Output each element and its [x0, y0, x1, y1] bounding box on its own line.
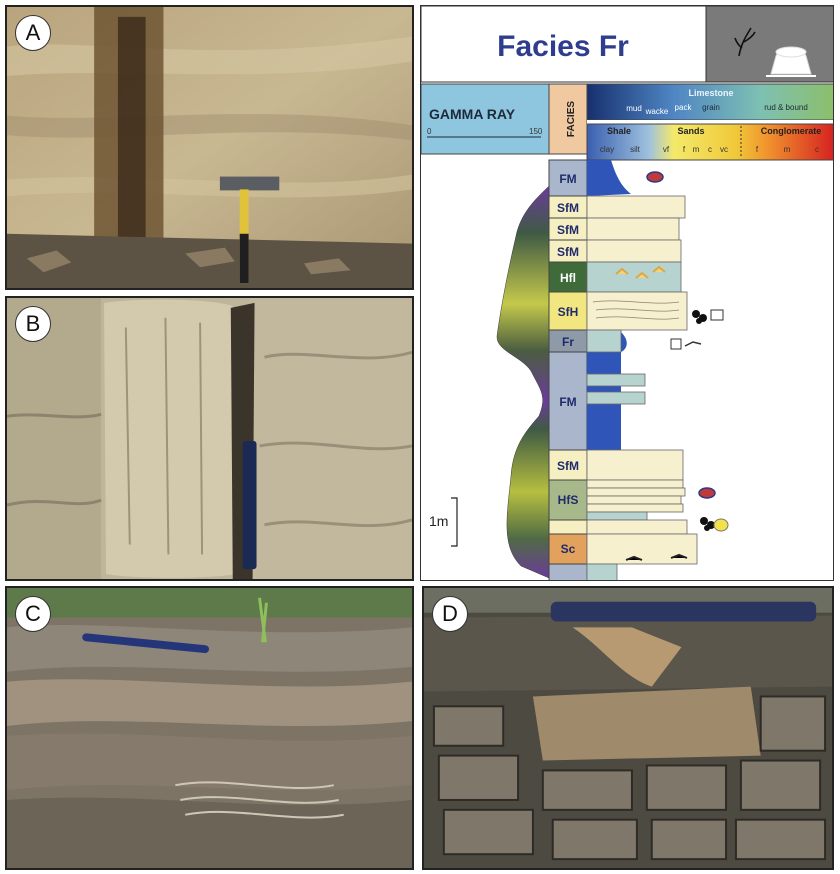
pen-scale [82, 633, 210, 654]
facies-label-7: Fr [562, 335, 574, 349]
gamma-ray-min: 0 [427, 127, 432, 136]
sand-class-c: c [708, 145, 712, 154]
photo-panel-a: A [5, 5, 414, 290]
facies-label-1: FM [559, 172, 576, 186]
facies-label-3: SfM [557, 223, 579, 237]
shale-class-clay: clay [600, 145, 614, 154]
pebble-lag [625, 553, 688, 561]
facies-label-4: SfM [557, 245, 579, 259]
outcrop-photo-vertical-root-structure [7, 298, 412, 579]
sand-class-f: f [683, 145, 686, 154]
conglomerate-label: Conglomerate [761, 126, 822, 136]
panel-label-d: D [432, 596, 468, 632]
facies-label-11: Sc [561, 542, 576, 556]
photo-panel-d: D [422, 586, 834, 870]
facies-label-5: Hfl [560, 271, 576, 285]
facies-label-9: SfM [557, 459, 579, 473]
sedimentary-log-panel: Facies Fr GAMMA RAY 0 150 FACIES Limesto… [420, 5, 834, 581]
panel-label-a: A [15, 15, 51, 51]
ripple-marks [615, 265, 666, 279]
limestone-class-mud: mud [626, 104, 642, 113]
sand-class-vf: vf [663, 145, 670, 154]
facies-header-label: FACIES [566, 101, 577, 137]
limestone-class-wacke: wacke [645, 107, 669, 116]
sand-class-m: m [693, 145, 700, 154]
sedimentary-log-figure: Facies Fr GAMMA RAY 0 150 FACIES Limesto… [421, 6, 833, 580]
lithology-beds [586, 195, 698, 580]
facies-label-10: HfS [558, 493, 579, 507]
tree-stump-icon [766, 46, 816, 77]
facies-header [548, 83, 588, 155]
gamma-ray-label: GAMMA RAY [429, 106, 516, 122]
cross-lamination [592, 300, 680, 320]
hammer-head [219, 176, 280, 191]
photo-panel-b: B [5, 296, 414, 581]
bioturbation-icon-2 [700, 517, 715, 531]
facies-label-2: SfM [557, 201, 579, 215]
photo-panel-c: C [5, 586, 414, 870]
panel-label-c: C [15, 596, 51, 632]
outcrop-photo-laminated-shale [7, 588, 412, 868]
limestone-class-rud-bound: rud & bound [764, 103, 808, 112]
bioturbation-icon [692, 310, 707, 324]
siliciclastic-scale [586, 123, 833, 161]
limestone-label: Limestone [688, 88, 733, 98]
pen-scale [550, 601, 817, 622]
sand-class-vc: vc [720, 145, 728, 154]
shale-label: Shale [607, 126, 631, 136]
gamma-ray-curve [496, 185, 550, 579]
outcrop-photo-sandstone-hammer [7, 7, 412, 288]
conglomerate-class-m: m [784, 145, 791, 154]
ichnofossil-icon [710, 309, 724, 321]
plant-fragment-icon [734, 27, 756, 57]
shale-class-silt: silt [630, 145, 641, 154]
conglomerate-class-f: f [756, 145, 759, 154]
panel-label-b: B [15, 306, 51, 342]
scale-label: 1m [429, 513, 448, 529]
conglomerate-class-c: c [815, 145, 819, 154]
gamma-ray-header [421, 83, 550, 155]
fossil-shell-icon [646, 171, 664, 183]
title-box [421, 6, 707, 83]
gamma-ray-max: 150 [529, 127, 543, 136]
facies-column [548, 159, 588, 580]
log-title: Facies Fr [497, 30, 629, 63]
outcrop-photo-blocky-siltstone [424, 588, 832, 868]
facies-label-6: SfH [558, 305, 579, 319]
limestone-class-pack: pack [675, 103, 693, 112]
plant-fragment-log-icon [684, 341, 702, 347]
fossil-shell-icon-2 [698, 487, 716, 499]
pen-scale [242, 440, 257, 570]
limestone-class-grain: grain [702, 103, 720, 112]
ooid-icon [713, 518, 729, 532]
tree-stump-log-icon [670, 338, 682, 350]
scale-bar [451, 497, 458, 547]
icon-box [705, 6, 833, 83]
facies-label-8: FM [559, 395, 576, 409]
sands-label: Sands [677, 126, 704, 136]
